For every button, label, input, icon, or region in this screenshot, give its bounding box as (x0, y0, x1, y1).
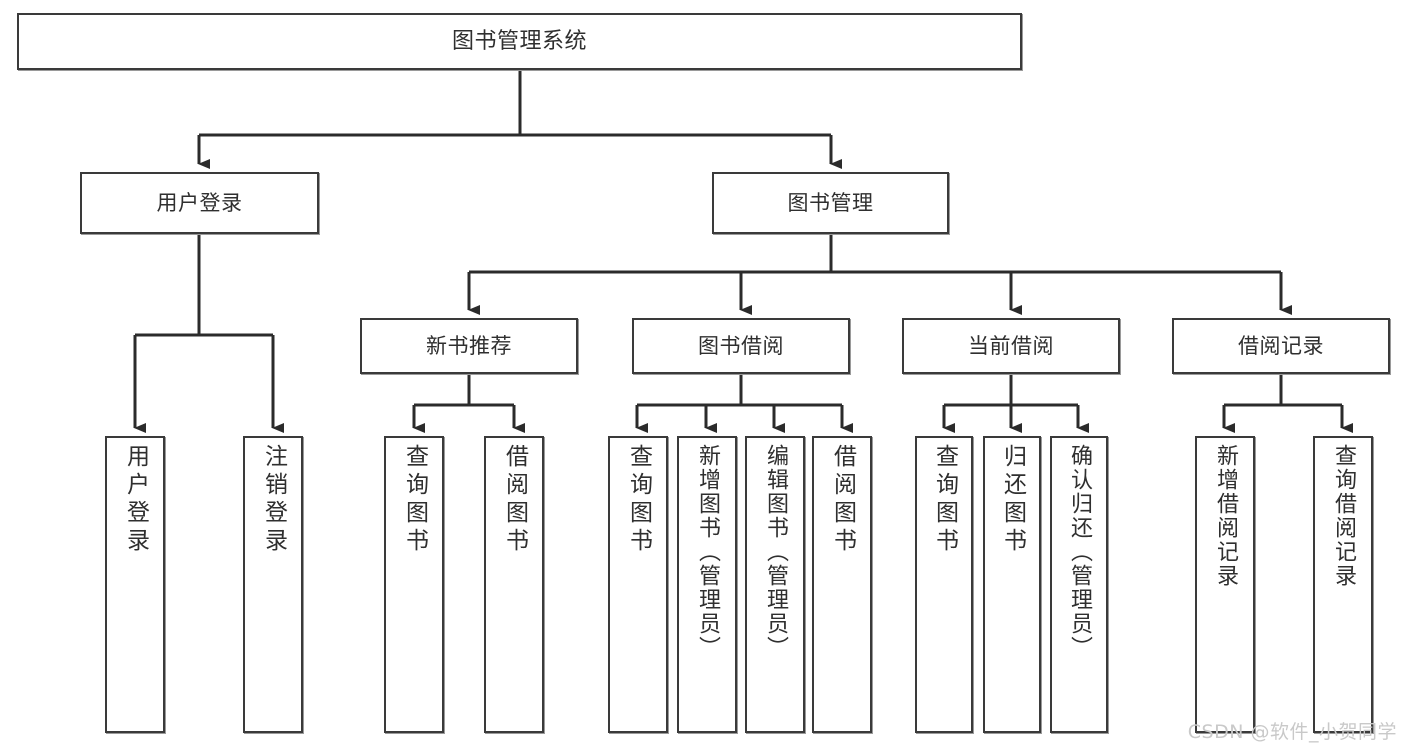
node-user-login-label: 用户登录 (156, 190, 243, 215)
leaf-add-book-admin-label: 新增图书（管理员） (695, 444, 720, 660)
leaf-edit-book-admin[interactable]: 编辑图书（管理员） (745, 436, 805, 733)
node-root[interactable]: 图书管理系统 (17, 13, 1022, 70)
leaf-borrow-books-newbook-label: 借阅图书 (501, 444, 528, 556)
node-book-borrow-label: 图书借阅 (698, 333, 784, 358)
leaf-query-books-newbook[interactable]: 查询图书 (384, 436, 444, 733)
leaf-edit-book-admin-label: 编辑图书（管理员） (763, 444, 788, 660)
leaf-user-login-label: 用户登录 (122, 444, 149, 556)
node-book-management-label: 图书管理 (787, 190, 874, 215)
node-book-management[interactable]: 图书管理 (712, 172, 949, 234)
node-current-borrow[interactable]: 当前借阅 (902, 318, 1120, 374)
node-borrow-records-label: 借阅记录 (1238, 333, 1324, 358)
leaf-return-books-label: 归还图书 (999, 444, 1026, 556)
leaf-return-books[interactable]: 归还图书 (983, 436, 1041, 733)
leaf-borrow-books-label: 借阅图书 (829, 444, 856, 556)
leaf-logout-label: 注销登录 (260, 444, 287, 556)
node-current-borrow-label: 当前借阅 (968, 333, 1054, 358)
node-new-book-recommend[interactable]: 新书推荐 (360, 318, 578, 374)
leaf-logout[interactable]: 注销登录 (243, 436, 303, 733)
leaf-query-books-newbook-label: 查询图书 (401, 444, 428, 556)
node-borrow-records[interactable]: 借阅记录 (1172, 318, 1390, 374)
node-user-login[interactable]: 用户登录 (80, 172, 319, 234)
leaf-add-borrow-record-label: 新增借阅记录 (1213, 444, 1238, 588)
leaf-query-borrow-record-label: 查询借阅记录 (1331, 444, 1356, 588)
node-root-label: 图书管理系统 (451, 28, 587, 54)
leaf-query-books-current-label: 查询图书 (931, 444, 958, 556)
leaf-user-login[interactable]: 用户登录 (105, 436, 165, 733)
node-book-borrow[interactable]: 图书借阅 (632, 318, 850, 374)
leaf-query-borrow-record[interactable]: 查询借阅记录 (1313, 436, 1373, 733)
node-new-book-recommend-label: 新书推荐 (426, 333, 512, 358)
leaf-query-books-current[interactable]: 查询图书 (915, 436, 973, 733)
leaf-add-book-admin[interactable]: 新增图书（管理员） (677, 436, 737, 733)
leaf-add-borrow-record[interactable]: 新增借阅记录 (1195, 436, 1255, 733)
leaf-borrow-books-newbook[interactable]: 借阅图书 (484, 436, 544, 733)
leaf-borrow-books[interactable]: 借阅图书 (812, 436, 872, 733)
csdn-watermark: CSDN @软件_小贺同学 (1187, 721, 1397, 743)
leaf-confirm-return-admin[interactable]: 确认归还（管理员） (1050, 436, 1108, 733)
leaf-query-books-borrow[interactable]: 查询图书 (608, 436, 668, 733)
leaf-confirm-return-admin-label: 确认归还（管理员） (1067, 444, 1092, 660)
leaf-query-books-borrow-label: 查询图书 (625, 444, 652, 556)
